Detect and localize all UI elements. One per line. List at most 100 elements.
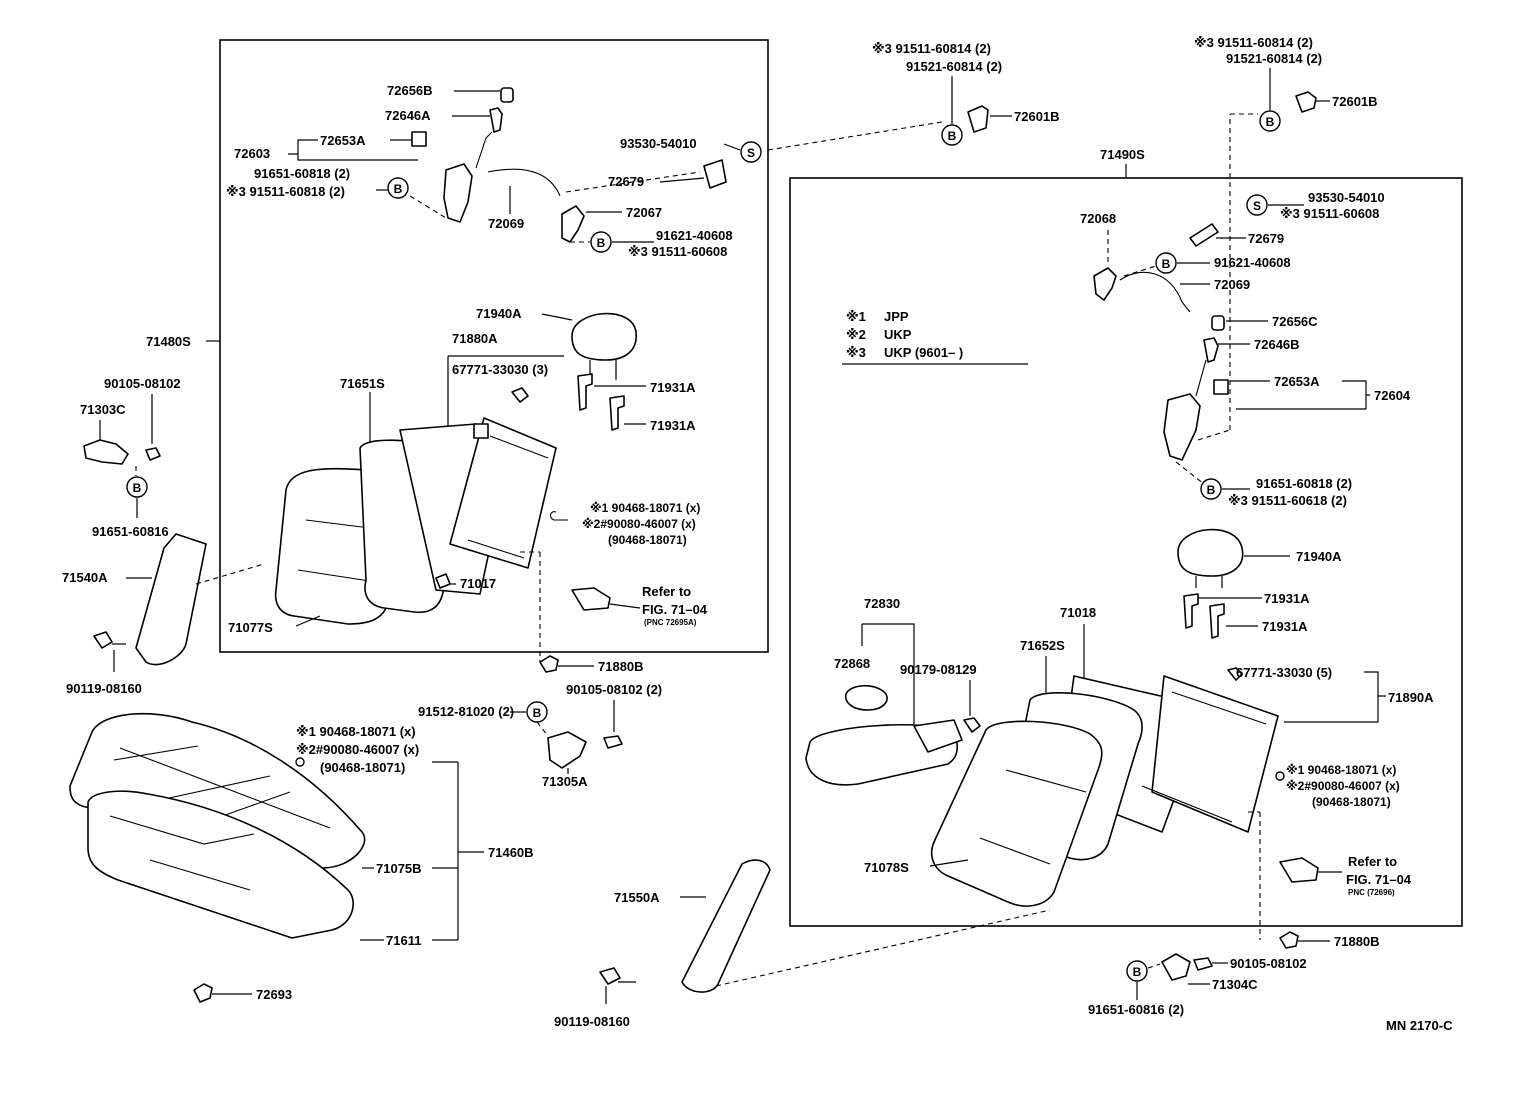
part-label: 71931A [650, 418, 696, 433]
part-label: (90468-18071) [320, 760, 405, 775]
screw-callout-icon [1246, 194, 1268, 216]
handle-72695a-icon [571, 587, 611, 611]
guide-71931a-icon [1209, 603, 1225, 639]
part-label: 72068 [1080, 211, 1116, 226]
handle-72696-icon [1279, 857, 1319, 883]
part-label: 72693 [256, 987, 292, 1002]
guide-71931a-icon [609, 395, 625, 431]
part-label: 91651-60816 (2) [1088, 1002, 1184, 1017]
part-label: 71017 [460, 576, 496, 591]
part-label: 67771-33030 (5) [1236, 665, 1332, 680]
part-label: 90105-08102 [104, 376, 181, 391]
part-label: 67771-33030 (3) [452, 362, 548, 377]
cover-72679-icon [1189, 223, 1219, 247]
refer-fig-link[interactable]: FIG. 71–04 [1346, 872, 1412, 887]
part-label: ※3 91511-60608 [628, 244, 727, 259]
legend-entry: ※2 [846, 327, 866, 342]
part-label: 71018 [1060, 605, 1096, 620]
part-label: ※2#90080-46007 (x) [1286, 779, 1400, 793]
assembly-label-71480s: 71480S [146, 334, 191, 349]
knob-72656c-icon [1211, 315, 1225, 331]
bolt-icon [603, 735, 623, 749]
board-71880a-icon [449, 417, 557, 569]
connector-line [767, 121, 943, 151]
legend-entry: UKP [884, 327, 912, 342]
board-71890a-icon [1151, 675, 1279, 833]
part-label: 71931A [1262, 619, 1308, 634]
part-label: ※1 90468-18071 (x) [1286, 763, 1396, 777]
refer-pnc: (PNC 72695A) [644, 618, 697, 627]
bolt-callout-icon [941, 124, 963, 146]
screw-callout-letter: S [1253, 199, 1261, 213]
hinge-71303c-icon [83, 439, 129, 465]
hook-72068-icon [1093, 267, 1117, 301]
bolt-callout-icon [590, 231, 612, 253]
part-label: 90105-08102 [1230, 956, 1307, 971]
part-label: 91651-60818 (2) [1256, 476, 1352, 491]
part-label: ※3 91511-60814 (2) [872, 41, 991, 56]
part-label: 71890A [1388, 690, 1434, 705]
armrest-72830-icon [805, 724, 959, 786]
middle-bottom-group: 91512-81020 (2) B 90105-08102 (2) 71305A… [418, 682, 1051, 1029]
seatback-cover-71078s-icon [930, 720, 1103, 907]
part-label: (90468-18071) [608, 533, 687, 547]
part-label: 72601B [1014, 109, 1060, 124]
seat-lock-icon [443, 163, 473, 223]
part-label: ※1 90468-18071 (x) [296, 724, 416, 739]
part-label: ※3 91511-60608 [1280, 206, 1379, 221]
part-label: 91651-60818 (2) [254, 166, 350, 181]
legend-entry: JPP [884, 309, 909, 324]
bolt-icon [145, 447, 161, 461]
part-label: 90119-08160 [66, 681, 142, 696]
part-label: 71880A [452, 331, 498, 346]
clip-67771-icon [511, 387, 529, 403]
part-label: 91521-60814 (2) [906, 59, 1002, 74]
left-group: 71480S 72656B 72646A 72603 72653A 91651-… [146, 83, 762, 662]
screw-callout-icon [740, 141, 762, 163]
part-label: 71078S [864, 860, 909, 875]
armrest-hinge-icon [913, 719, 963, 753]
part-label: 72069 [1214, 277, 1250, 292]
part-label: 71940A [476, 306, 522, 321]
bolt-callout-icon [1126, 960, 1148, 982]
clip-icon [473, 423, 489, 439]
bolt-callout-letter: B [948, 129, 957, 143]
part-label: 71651S [340, 376, 385, 391]
legend-entry: ※3 [846, 345, 866, 360]
part-label: 71880B [598, 659, 644, 674]
hook-icon [1275, 771, 1285, 781]
seat-cushion-71075b-icon [69, 712, 366, 869]
rod-72646a-icon [489, 107, 503, 133]
clip-67771-icon [1227, 667, 1243, 681]
nut-icon [963, 717, 981, 733]
bolt-callout-icon [1155, 252, 1177, 274]
hinge-71305a-icon [547, 731, 587, 769]
part-label: 71540A [62, 570, 108, 585]
left-assembly-box [219, 39, 769, 653]
legend-entry: ※1 [846, 309, 866, 324]
guide-71931a-icon [1183, 593, 1199, 629]
part-label: 72067 [626, 205, 662, 220]
hook-icon [295, 757, 305, 767]
part-label: 91521-60814 (2) [1226, 51, 1322, 66]
part-label: 72653A [320, 133, 366, 148]
bolt-icon [599, 967, 621, 985]
part-label: 72603 [234, 146, 270, 161]
bolt-callout-letter: B [1266, 115, 1275, 129]
top-mid-callout: ※3 91511-60814 (2) 91521-60814 (2) B 726… [872, 41, 1060, 146]
part-label: 72656B [387, 83, 433, 98]
part-label: 93530-54010 [1308, 190, 1385, 205]
part-label: 71611 [386, 933, 421, 948]
part-label: 71075B [376, 861, 422, 876]
bolt-callout-icon [1259, 110, 1281, 132]
refer-fig-link[interactable]: FIG. 71–04 [642, 602, 708, 617]
cupholder-72868-icon [844, 684, 888, 711]
headrest-71940a-icon [1177, 528, 1244, 577]
part-label: ※3 91511-60618 (2) [1228, 493, 1347, 508]
hinge-cover-71540a-icon [135, 533, 207, 666]
part-label: ※2#90080-46007 (x) [582, 517, 696, 531]
bolt-callout-icon [126, 476, 148, 498]
guide-71931a-icon [577, 373, 593, 411]
part-label: 71077S [228, 620, 273, 635]
